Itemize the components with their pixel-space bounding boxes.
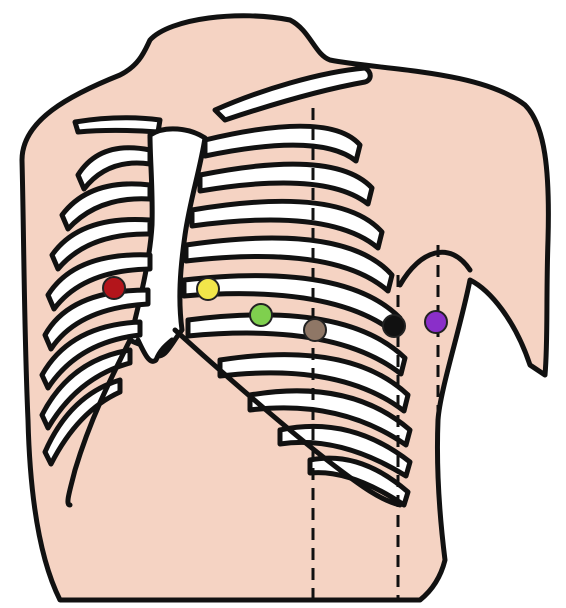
- electrode-v1: [103, 277, 125, 299]
- electrode-v6: [425, 311, 447, 333]
- right-clavicle: [75, 118, 160, 132]
- electrode-v5: [383, 315, 405, 337]
- electrode-v3: [250, 304, 272, 326]
- electrode-v4: [304, 319, 326, 341]
- electrode-v2: [197, 278, 219, 300]
